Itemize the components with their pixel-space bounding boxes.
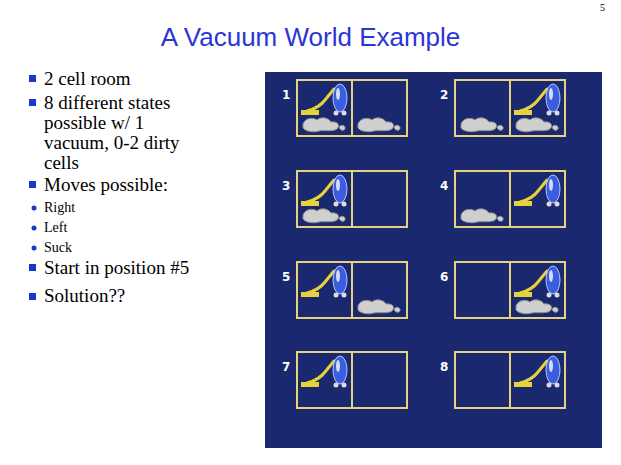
bullet-marker — [29, 99, 36, 106]
state-box: 4 — [437, 171, 565, 227]
state-box: 3 — [279, 171, 407, 227]
dirt — [358, 300, 400, 314]
sub-bullet-marker — [32, 206, 37, 211]
vacuum — [514, 266, 560, 298]
cell — [455, 80, 510, 136]
state-number: 7 — [282, 360, 290, 374]
bullet-text: Moves possible: — [44, 175, 264, 195]
slide-title: A Vacuum World Example — [0, 22, 621, 53]
cell — [352, 262, 407, 318]
dirt — [358, 118, 400, 132]
state-number: 8 — [440, 360, 448, 374]
cell — [352, 80, 407, 136]
state-number: 3 — [282, 179, 290, 193]
sub-bullet-marker — [32, 226, 37, 231]
bullet-text: 2 cell room — [44, 69, 264, 89]
sub-bullet-text: Right — [44, 198, 244, 218]
vacuum — [514, 175, 560, 207]
cell — [352, 352, 407, 408]
bullet-text: Start in position #5 — [44, 258, 264, 278]
vacuum — [301, 356, 347, 388]
cell-outlines — [297, 80, 565, 408]
cell — [297, 262, 352, 318]
cell — [510, 352, 565, 408]
dirt — [516, 118, 558, 132]
cell — [297, 352, 352, 408]
dirt — [461, 209, 503, 223]
bullet-text: 8 different states possible w/ 1 vacuum,… — [44, 93, 212, 173]
dirt — [516, 300, 558, 314]
state-box: 2 — [437, 80, 565, 136]
cell — [455, 262, 510, 318]
state-box: 1 — [279, 80, 407, 136]
state-box: 5 — [279, 262, 407, 318]
state-number: 6 — [440, 270, 448, 284]
dirt — [303, 118, 345, 132]
state-box: 8 — [437, 352, 565, 408]
state-box: 7 — [279, 352, 407, 408]
state-box: 6 — [437, 262, 565, 318]
sub-bullet-marker — [32, 246, 37, 251]
state-number: 1 — [282, 88, 290, 102]
vacuum — [301, 266, 347, 298]
bullet-marker — [29, 75, 36, 82]
cell — [352, 171, 407, 227]
bullet-marker — [29, 264, 36, 271]
state-number: 5 — [282, 270, 290, 284]
cell — [455, 171, 510, 227]
state-number: 2 — [440, 88, 448, 102]
cell — [297, 80, 352, 136]
cell — [297, 171, 352, 227]
bullet-marker — [29, 181, 36, 188]
page-number: 5 — [600, 2, 616, 13]
dirt — [303, 209, 345, 223]
bullet-text: Solution?? — [44, 286, 264, 306]
cell — [510, 171, 565, 227]
sub-bullet-text: Suck — [44, 238, 244, 258]
sub-bullet-text: Left — [44, 218, 244, 238]
vacuum — [301, 175, 347, 207]
cell — [510, 262, 565, 318]
state-number: 4 — [440, 179, 448, 193]
cell — [510, 80, 565, 136]
vacuum — [301, 84, 347, 116]
cell — [455, 352, 510, 408]
vacuum — [514, 84, 560, 116]
states-panel — [265, 72, 602, 448]
dirt — [461, 118, 503, 132]
bullet-marker — [29, 293, 36, 300]
vacuum — [514, 356, 560, 388]
